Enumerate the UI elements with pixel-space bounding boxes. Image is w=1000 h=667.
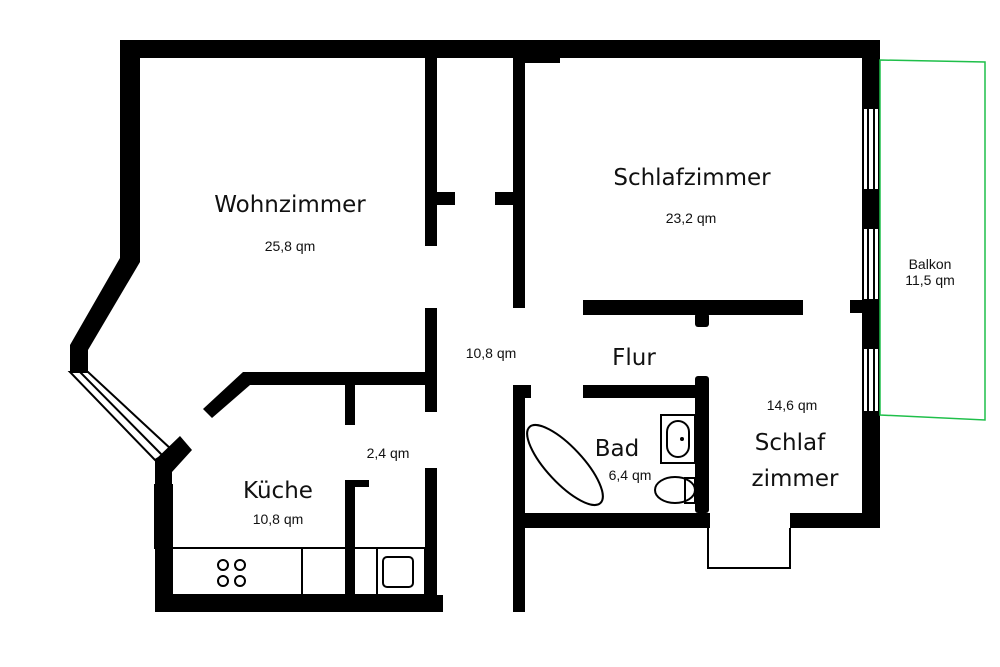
windows: [67, 107, 880, 549]
bay-outline: [707, 528, 791, 569]
balcony-outline: [879, 59, 986, 421]
room-area-wohnzimmer: 25,8 qm: [265, 238, 316, 254]
room-name-schlafzimmer: Schlafzimmer: [613, 165, 771, 191]
room-area-flur: 10,8 qm: [466, 345, 517, 361]
washbasin-icon: [660, 414, 696, 464]
bathtub-icon: [526, 424, 604, 506]
room-area-kueche: 10,8 qm: [253, 511, 304, 527]
bathroom-fixtures: [526, 414, 696, 506]
room-area-abstell: 2,4 qm: [367, 445, 410, 461]
room-name-bad: Bad: [595, 436, 639, 462]
stove-icon: [217, 559, 246, 587]
walls: [70, 40, 880, 612]
room-area-balkon: 11,5 qm: [905, 272, 955, 288]
room-name-flur: Flur: [612, 345, 656, 371]
room-name-wohnzimmer: Wohnzimmer: [214, 192, 366, 218]
room-name-balkon: Balkon: [909, 256, 952, 272]
room-name-schlafzimmer2-line2: zimmer: [752, 466, 839, 492]
room-area-schlafzimmer: 23,2 qm: [666, 210, 717, 226]
sink-icon: [382, 556, 414, 588]
room-name-schlafzimmer2-line1: Schlaf: [755, 430, 826, 456]
room-area-bad: 6,4 qm: [609, 467, 652, 483]
kitchen-counter: [171, 547, 426, 596]
toilet-icon: [654, 476, 696, 504]
room-name-kueche: Küche: [243, 478, 313, 504]
room-area-schlafzimmer2: 14,6 qm: [767, 397, 818, 413]
